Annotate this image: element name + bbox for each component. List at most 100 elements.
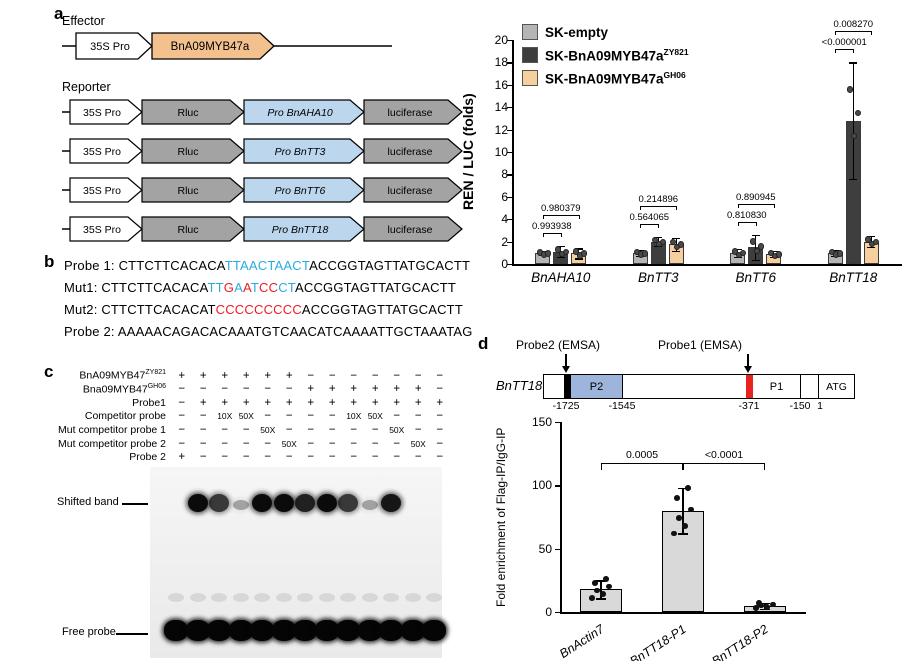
gel-smear (340, 593, 356, 602)
data-point (770, 601, 776, 608)
legend-item: SK-BnA09MYB47aZY821 (522, 47, 689, 64)
gel-shifted-band (252, 494, 272, 512)
error-bar-cap (760, 602, 770, 604)
promoter-segment (623, 375, 746, 398)
y-tick-label: 18 (494, 55, 508, 70)
gel-free-probe-band (314, 620, 339, 641)
rluc-arrow (141, 99, 245, 125)
sig-label: 0.980379 (540, 203, 581, 215)
x-category-label: BnActin7 (557, 622, 607, 661)
sig-bracket-tick (835, 31, 837, 36)
reporter-construct-3: 35S Pro Rluc Pro BnTT6 luciferase (62, 177, 463, 203)
emsa-lane-cell: − (436, 410, 444, 423)
emsa-lane-cell: + (393, 396, 401, 409)
emsa-lane-cell: − (221, 437, 229, 450)
gel-shifted-band (187, 494, 208, 512)
sig-label: 0.0005 (625, 448, 659, 461)
emsa-lane-cell: − (371, 423, 379, 436)
emsa-lane-table: BnA09MYB47ZY821++++++−−−−−−−Bna09MYB47GH… (8, 369, 458, 467)
data-point (606, 583, 612, 590)
emsa-row-label-superscript: GH06 (147, 382, 166, 390)
y-tick-label: 0 (501, 257, 508, 271)
y-tick-label: 150 (531, 415, 552, 429)
effector-construct: 35S Pro BnA09MYB47a (62, 32, 392, 60)
emsa-lane-cell: − (242, 451, 250, 464)
emsa-row-label: Probe1 (132, 396, 166, 409)
emsa-lane-cell: 10X (217, 411, 233, 422)
sequence-segment: CTTCTTCACACA (118, 258, 225, 273)
emsa-lane-cell: + (242, 369, 250, 382)
emsa-lane-cell: − (178, 437, 186, 450)
gel-shifted-band (361, 500, 378, 510)
sequence-label: Probe 1: (64, 258, 119, 273)
sequence-segment: T (250, 280, 260, 295)
emsa-lane-cell: + (371, 396, 379, 409)
error-bar-cap (831, 250, 840, 252)
error-bar-cap (849, 62, 858, 64)
sig-bracket (835, 31, 872, 33)
emsa-lane-cell: − (436, 423, 444, 436)
emsa-lane-cell: − (350, 369, 358, 382)
x-axis (560, 612, 806, 614)
error-bar-cap (636, 250, 645, 252)
panel-b-sequences: Probe 1: CTTCTTCACACATTAACTAACTACCGGTAGT… (64, 258, 484, 354)
reporter-promoter-arrow (243, 99, 365, 125)
y-tick (507, 196, 512, 199)
coord-label: 1 (817, 400, 823, 412)
x-category-label: BnTT18 (829, 270, 878, 285)
sig-bracket (542, 215, 579, 217)
promoter-bar: P2 P1 ATG (543, 374, 855, 399)
sig-bracket-tick (764, 462, 766, 470)
emsa-lane-cell: − (285, 410, 293, 423)
data-point (855, 109, 862, 117)
error-bar-cap (654, 237, 663, 239)
sig-bracket-tick (560, 233, 562, 238)
data-point (594, 587, 600, 594)
reporter-construct-1: 35S Pro Rluc Pro BnAHA10 luciferase (62, 99, 463, 125)
y-tick (555, 422, 560, 424)
y-axis-label: REN / LUC (folds) (460, 93, 476, 211)
sig-label: 0.890945 (735, 191, 776, 203)
luciferase-label: luciferase (388, 107, 433, 119)
data-point (685, 485, 691, 491)
sequence-label: Probe 2: (64, 324, 118, 339)
emsa-lane-cell: − (371, 437, 379, 450)
probe1-emsa-label: Probe1 (EMSA) (658, 338, 743, 352)
probe1-arrow-icon (747, 354, 749, 366)
y-tick (555, 612, 560, 614)
gel-free-probe-band (164, 620, 188, 641)
error-bar-cap (672, 251, 681, 253)
gel-shifted-band (316, 494, 337, 512)
error-bar-cap (751, 234, 760, 237)
x-category-label: BnAHA10 (531, 270, 591, 285)
y-tick-label: 12 (494, 122, 508, 137)
legend-label: SK-BnA09MYB47aGH06 (545, 70, 686, 87)
sig-bracket (737, 221, 756, 223)
rluc-label: Rluc (177, 146, 198, 158)
gel-smear (211, 593, 227, 602)
data-point (592, 580, 598, 586)
emsa-lane-cell: + (264, 369, 272, 382)
emsa-lane-cell: + (307, 383, 315, 396)
emsa-lane-cell: + (307, 396, 315, 409)
promoter-arrow-label: 35S Pro (83, 146, 121, 158)
sig-bracket (640, 206, 677, 208)
y-tick-label: 8 (501, 167, 508, 182)
emsa-lane-cell: − (414, 410, 422, 423)
effector-gene-label: BnA09MYB47a (171, 41, 250, 53)
coord-label: -1725 (552, 400, 580, 412)
gel-smear (318, 593, 335, 602)
emsa-lane-cell: − (307, 410, 315, 423)
y-tick (555, 548, 560, 550)
gene-name-label: BnTT18 (496, 378, 543, 393)
emsa-lane-cell: 50X (367, 411, 383, 422)
y-tick (507, 129, 512, 131)
gel-shifted-band (232, 500, 249, 510)
y-tick-label: 0 (545, 605, 552, 619)
panel-b-letter: b (44, 252, 55, 271)
sequence-segment: CCCCCCCCC (215, 302, 302, 317)
sig-bracket-tick (737, 221, 739, 226)
emsa-row-label: BnA09MYB47ZY821 (79, 369, 166, 382)
panel-a-letter: a (54, 4, 64, 23)
coord-label: -150 (789, 400, 811, 412)
